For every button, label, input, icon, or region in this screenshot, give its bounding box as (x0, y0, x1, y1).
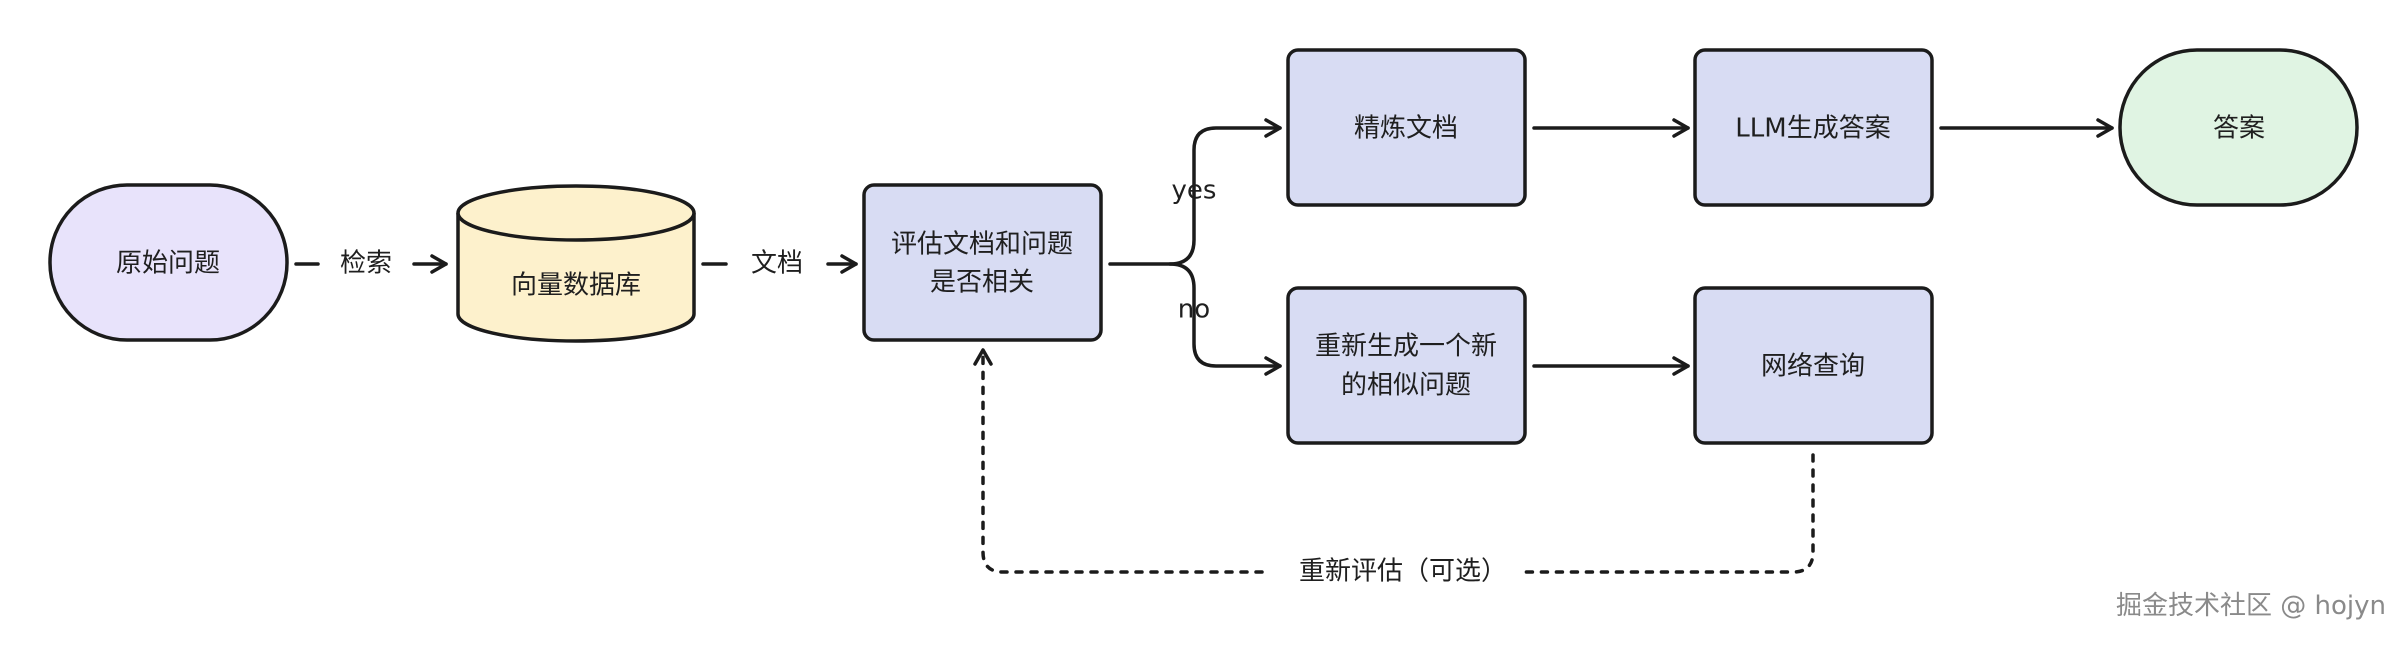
node-original-question: 原始问题 (48, 183, 289, 342)
edge-reevaluate-label: 重新评估（可选） (1299, 557, 1507, 587)
node-llm-generate-answer: LLM生成答案 (1693, 48, 1934, 207)
node-refine-documents-label: 精炼文档 (1354, 114, 1458, 144)
node-evaluate-relevance: 评估文档和问题 是否相关 (862, 183, 1103, 342)
node-answer-label: 答案 (2213, 114, 2265, 144)
node-regenerate-question: 重新生成一个新 的相似问题 (1286, 286, 1527, 445)
edge-retrieve-label: 检索 (340, 249, 392, 279)
node-regenerate-label-line2: 的相似问题 (1341, 371, 1471, 401)
node-evaluate-label-line2: 是否相关 (930, 268, 1034, 298)
node-answer: 答案 (2118, 48, 2359, 207)
edge-retrieve: 检索 (294, 249, 448, 279)
edge-documents: 文档 (701, 249, 858, 279)
edge-yes-label: yes (1172, 176, 1217, 206)
node-web-search-label: 网络查询 (1761, 352, 1865, 382)
node-vector-database: 向量数据库 (456, 184, 696, 343)
node-regenerate-label-line1: 重新生成一个新 (1315, 332, 1497, 362)
node-vector-database-label: 向量数据库 (511, 271, 641, 301)
node-evaluate-label-line1: 评估文档和问题 (891, 230, 1073, 260)
edge-reevaluate: 重新评估（可选） (973, 348, 1815, 587)
node-web-search: 网络查询 (1693, 286, 1934, 445)
edge-no: no (1168, 262, 1282, 376)
node-llm-generate-answer-label: LLM生成答案 (1735, 114, 1890, 144)
edge-no-label: no (1178, 295, 1210, 325)
node-refine-documents: 精炼文档 (1286, 48, 1527, 207)
edge-yes: yes (1108, 118, 1282, 266)
edge-documents-label: 文档 (751, 249, 803, 279)
watermark-text: 掘金技术社区 @ hojyn (2116, 591, 2386, 621)
node-original-question-label: 原始问题 (116, 249, 220, 279)
